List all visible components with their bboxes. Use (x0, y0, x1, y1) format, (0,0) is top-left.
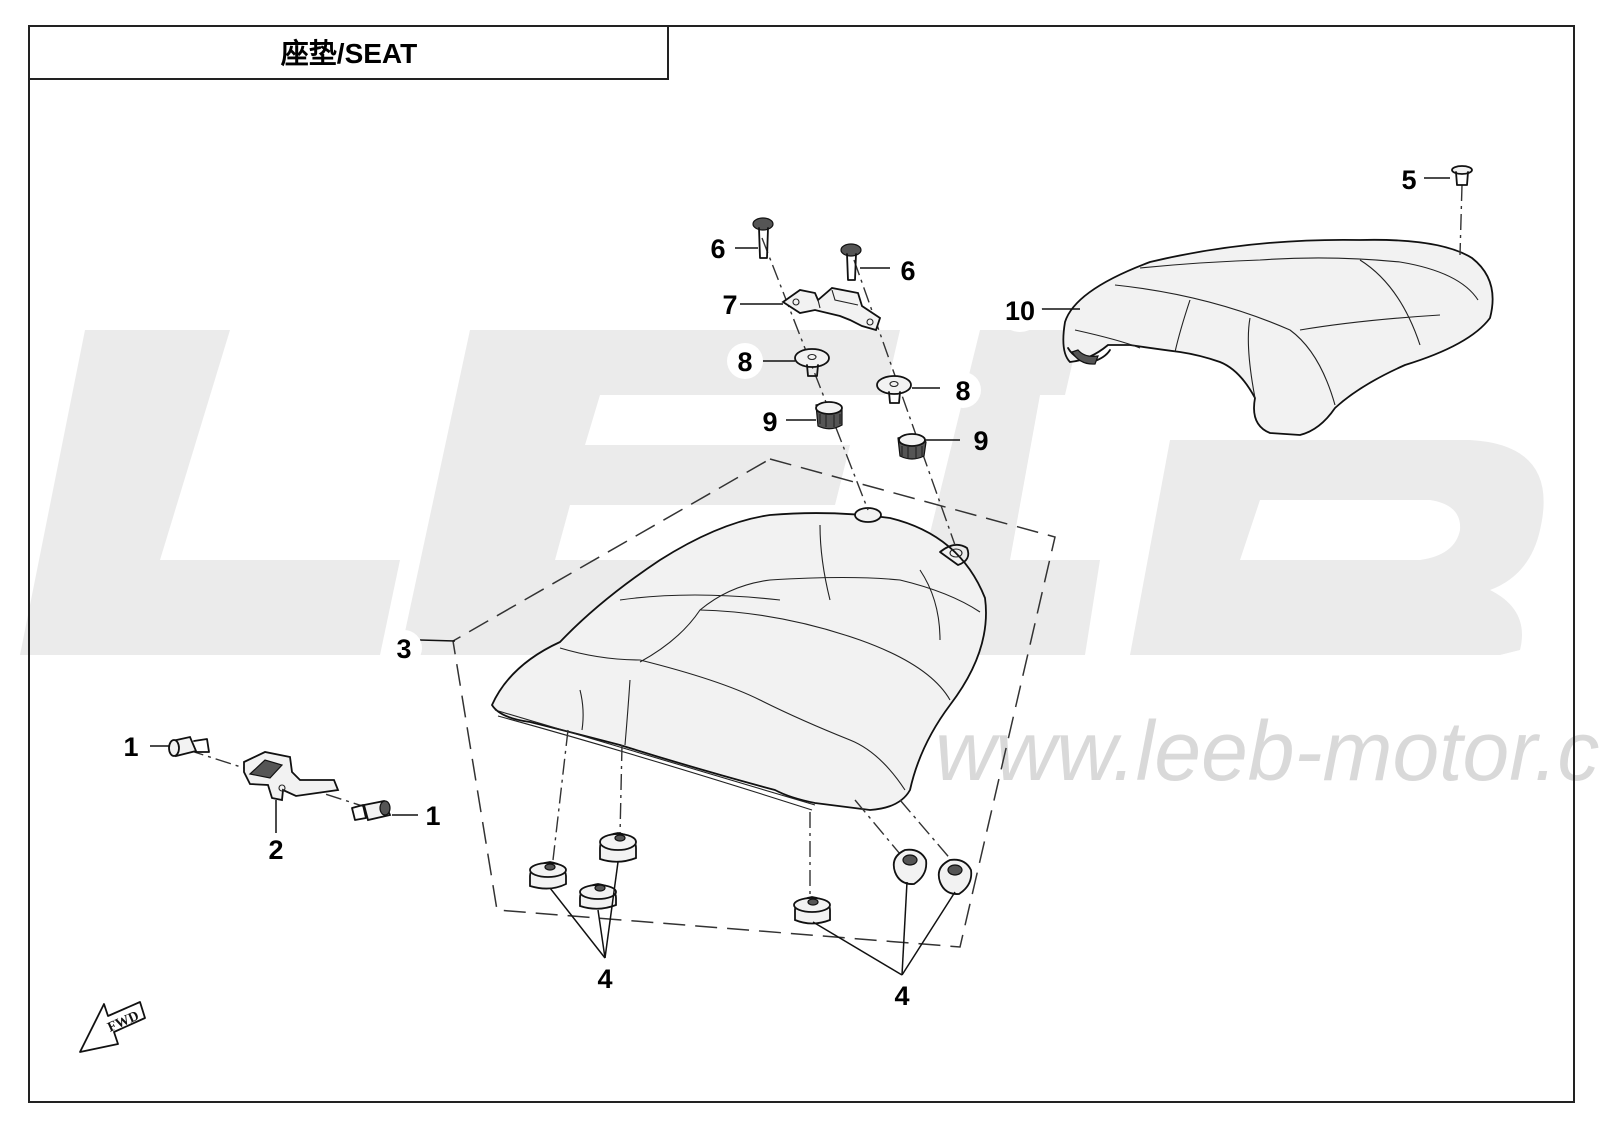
callout-9-left: 9 (762, 407, 777, 437)
callout-10: 10 (1005, 296, 1035, 326)
seat-mounting-outline (452, 458, 1056, 948)
bolt-1-upper (168, 735, 210, 758)
cushion-4-c (579, 883, 617, 910)
cushion-leaders (549, 861, 956, 976)
callout-6-left: 6 (710, 234, 725, 264)
grommet-9-right (897, 433, 927, 460)
bolt-1-lower (351, 799, 392, 822)
washer-8-right (876, 375, 912, 404)
bolt-6-right (840, 243, 862, 281)
callout-5: 5 (1401, 165, 1416, 195)
callout-labels: 1 1 2 3 4 4 5 6 6 7 8 8 9 9 10 (123, 165, 1416, 1011)
callout-leaders (150, 177, 1450, 833)
latch-bracket-2 (243, 751, 340, 802)
cushion-4-a (529, 861, 567, 890)
front-seat (490, 507, 987, 811)
callout-7: 7 (722, 290, 737, 320)
callout-9-right: 9 (973, 426, 988, 456)
cushion-4-d (793, 896, 831, 925)
cushion-4-f (937, 858, 973, 895)
callout-2: 2 (268, 835, 283, 865)
callout-4-left: 4 (597, 964, 612, 994)
drawing-frame (28, 25, 1575, 1103)
callout-3: 3 (396, 634, 411, 664)
rear-seat (1062, 238, 1494, 436)
screw-5 (1451, 165, 1473, 186)
watermark-url: www.leeb-motor.com (935, 704, 1601, 798)
title-box: 座垫/SEAT (28, 25, 669, 80)
callout-1-upper: 1 (123, 732, 138, 762)
cushion-4-e (892, 848, 928, 885)
bolt-6-left (752, 217, 774, 259)
cushion-4-b (599, 832, 637, 863)
fwd-arrow-icon: FWD (79, 1001, 146, 1053)
bracket-7 (781, 287, 882, 332)
callout-8-right: 8 (955, 376, 970, 406)
page-title: 座垫/SEAT (281, 37, 417, 69)
grommet-9-left (815, 401, 843, 430)
washer-8-left (794, 348, 830, 377)
callout-6-right: 6 (900, 256, 915, 286)
callout-8-left: 8 (737, 347, 752, 377)
callout-1-lower: 1 (425, 801, 440, 831)
fwd-label: FWD (106, 1009, 142, 1036)
callout-4-right: 4 (894, 981, 909, 1011)
